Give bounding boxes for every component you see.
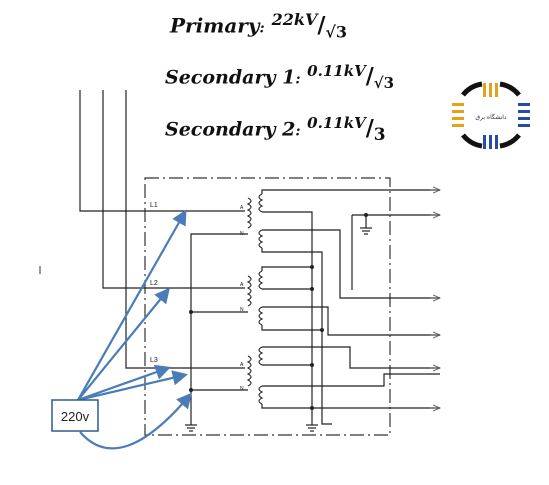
label-l3: L3 — [150, 357, 158, 364]
primary-junctions — [189, 310, 193, 392]
label-l1: L1 — [150, 202, 158, 209]
secondary2-denominator: 3 — [373, 125, 386, 146]
primary-equation: Primary: 22kV/√3 — [170, 10, 348, 42]
secondary2-equation: Secondary 2: 0.11kV/3 — [165, 114, 386, 146]
phase-labels: L1 L2 L3 — [150, 202, 158, 364]
mark-n-3: N — [240, 386, 244, 392]
voltage-arrows — [77, 209, 192, 450]
mark-a-2: A — [240, 282, 244, 288]
incoming-phase-lines — [79, 90, 245, 369]
secondary1-label: Secondary 1 — [165, 66, 296, 89]
mark-n-2: N — [240, 307, 244, 313]
label-l2: L2 — [150, 280, 158, 287]
secondary-junctions — [310, 213, 368, 410]
mark-a-3: A — [240, 362, 244, 368]
secondary2-label: Secondary 2 — [165, 118, 296, 141]
output-terminals — [430, 190, 440, 408]
primary-windings — [246, 197, 252, 387]
primary-neutral — [190, 233, 248, 425]
ground-primary — [185, 424, 197, 432]
secondary1-denominator: √3 — [373, 74, 395, 93]
enclosure-border — [144, 177, 391, 436]
secondary1-equation: Secondary 1: 0.11kV/√3 — [165, 62, 395, 93]
primary-label: Primary — [170, 13, 260, 38]
voltage-box-label: 220v — [61, 409, 90, 424]
ground-secondary — [306, 424, 318, 432]
winding-marks: A N A N A N — [240, 205, 244, 392]
secondary-wiring — [261, 189, 440, 425]
mark-a-1: A — [240, 205, 244, 211]
primary-numerator: 22kV — [271, 10, 318, 29]
secondary-windings — [258, 193, 264, 405]
secondary1-numerator: 0.11kV — [307, 62, 366, 80]
primary-denominator: √3 — [325, 22, 348, 42]
secondary2-numerator: 0.11kV — [307, 114, 366, 132]
voltage-box — [51, 399, 99, 432]
ground-neutral — [360, 227, 372, 235]
